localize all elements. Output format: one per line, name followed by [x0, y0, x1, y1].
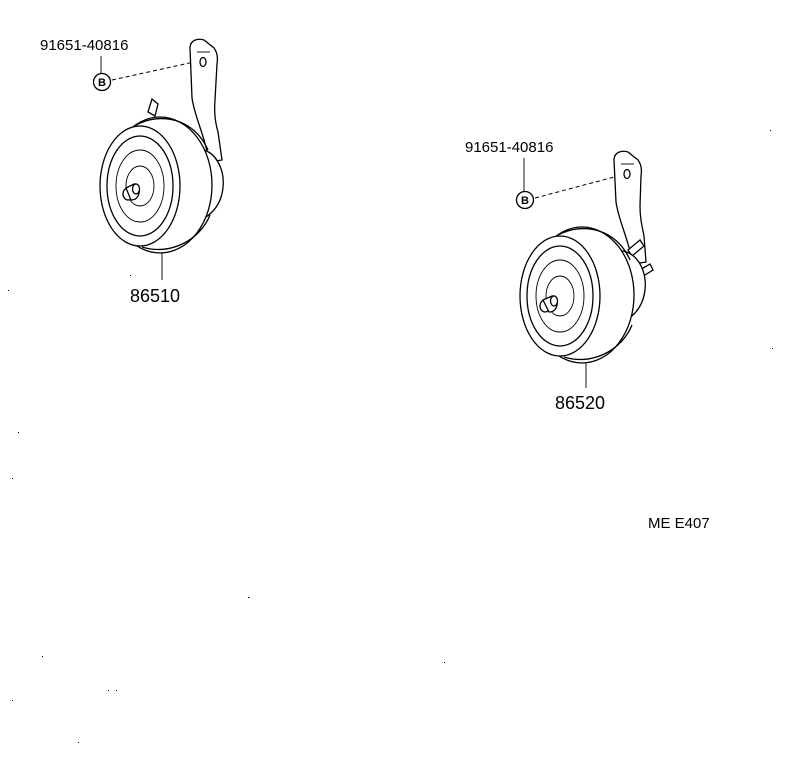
- scan-specks: [8, 130, 773, 743]
- bolt-symbol-right: B: [515, 190, 535, 210]
- horn-face-left: [99, 125, 181, 247]
- horn-assembly-left: 91651-40816 B: [40, 37, 224, 306]
- bolt-part-number-left: 91651-40816: [40, 37, 128, 54]
- mounting-bracket-left: [189, 38, 223, 163]
- terminal-tab-left: [147, 97, 159, 117]
- horn-center-nub-right: [539, 295, 559, 313]
- mounting-bracket-right: [613, 150, 647, 265]
- bolt-dashed-line-left: [111, 61, 195, 81]
- bolt-symbol-letter-right: B: [521, 195, 529, 207]
- horn-part-number-left: 86510: [130, 286, 180, 306]
- horn-face-right: [519, 235, 601, 357]
- bolt-symbol-left: B: [92, 72, 112, 92]
- horn-part-number-right: 86520: [555, 393, 605, 413]
- bolt-symbol-letter-left: B: [98, 77, 106, 89]
- horn-assembly-right: 91651-40816 B: [465, 139, 654, 413]
- horn-center-nub-left: [122, 183, 141, 201]
- bolt-part-number-right: 91651-40816: [465, 139, 553, 156]
- bolt-dashed-line-right: [534, 175, 619, 199]
- figure-code: ME E407: [648, 515, 710, 532]
